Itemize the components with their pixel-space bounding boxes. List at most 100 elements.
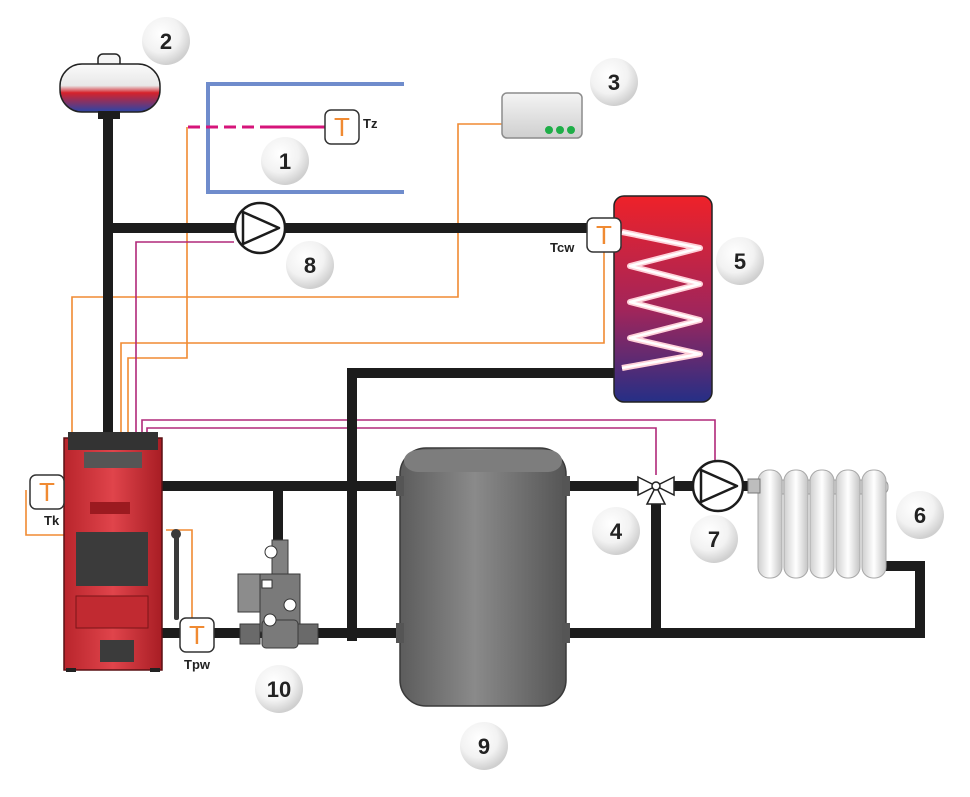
badge-10: 10: [255, 665, 303, 713]
wire-tcw-sensor: [120, 250, 605, 436]
controller-led-3: [567, 126, 575, 134]
controller-led-2: [556, 126, 564, 134]
wire-pump-7: [141, 419, 716, 460]
radiator-inlet: [747, 478, 761, 494]
tv-pipe-stub-right: [295, 623, 319, 645]
badge-5-ball: [716, 237, 764, 285]
vessel-stem: [98, 111, 120, 119]
badge-3-label: 3: [608, 70, 620, 95]
boiler-leg-left: [66, 668, 76, 672]
badge-9: 9: [460, 722, 508, 770]
tv-knob: [261, 579, 273, 589]
badge-10-ball: [255, 665, 303, 713]
dhw-tank: [613, 195, 713, 403]
radiator-fin-4: [835, 469, 861, 579]
tv-pipe-stub-left: [239, 623, 261, 645]
sensor-tcw-box: [586, 217, 622, 253]
sensor-tz: T Tz: [324, 109, 378, 145]
badge-2-label: 2: [160, 29, 172, 54]
buffer-port-br: [562, 623, 570, 643]
badge-7-ball: [690, 515, 738, 563]
tv-gauge-top: [264, 545, 278, 559]
badge-6-ball: [896, 491, 944, 539]
badge-1: 1: [261, 137, 309, 185]
sensor-tk-glyph: T: [39, 477, 55, 507]
sensor-tpw-label: Tpw: [184, 657, 211, 672]
buffer-port-bl: [396, 623, 404, 643]
boiler-door-lower: [75, 595, 149, 629]
badge-5-label: 5: [734, 249, 746, 274]
wire-tz-sensor: [127, 127, 188, 436]
badge-7: 7: [690, 515, 738, 563]
badge-9-label: 9: [478, 734, 490, 759]
pump-7: [691, 459, 745, 513]
vessel-body: [59, 63, 161, 113]
sensor-tpw: T Tpw: [179, 617, 215, 672]
sensor-tpw-box: [179, 617, 215, 653]
valve-hub: [651, 481, 661, 491]
sensor-tcw-glyph: T: [596, 220, 612, 250]
pump-8-arrow: [241, 210, 281, 246]
buffer-tank-top: [404, 450, 562, 472]
badge-5: 5: [716, 237, 764, 285]
boiler: [63, 432, 181, 672]
badge-4-ball: [592, 507, 640, 555]
sensor-tz-box: [324, 109, 360, 145]
boiler-door-upper: [76, 532, 148, 586]
controller-led-1: [545, 126, 553, 134]
sensor-tk-box: [29, 474, 65, 510]
radiator-fin-5: [861, 469, 887, 579]
buffer-port-tl: [396, 476, 404, 496]
mixing-valve: [637, 475, 675, 505]
tv-gauge-bottom: [263, 613, 277, 627]
badge-2: 2: [142, 17, 190, 65]
badge-4: 4: [592, 507, 640, 555]
boiler-handle-knob: [171, 529, 181, 539]
boiler-top: [68, 432, 158, 450]
badge-1-label: 1: [279, 149, 291, 174]
tv-center: [261, 619, 299, 649]
valve-right-triangle: [654, 475, 675, 497]
badge-3-ball: [590, 58, 638, 106]
badge-4-label: 4: [610, 519, 623, 544]
pipe-heating-return: [561, 561, 925, 638]
pipe-dhw-return: [347, 368, 625, 641]
boiler-nameplate: [90, 502, 130, 514]
wire-pump-8: [135, 241, 234, 436]
boiler-leg-right: [150, 668, 160, 672]
badge-7-label: 7: [708, 527, 720, 552]
controller: [501, 92, 583, 139]
badge-2-ball: [142, 17, 190, 65]
badge-8-label: 8: [304, 253, 316, 278]
dhw-coil-core: [621, 230, 702, 370]
wire-tk-sensor: [25, 490, 66, 536]
boiler-top-box: [84, 452, 142, 468]
badge-8-ball: [286, 241, 334, 289]
sensor-tz-glyph: T: [334, 112, 350, 142]
expansion-vessel: [59, 53, 161, 119]
wire-controller: [71, 123, 503, 436]
radiator-fin-1: [757, 469, 783, 579]
sensor-tk-label: Tk: [44, 513, 60, 528]
sensor-tk: T Tk: [29, 474, 65, 528]
badge-10-label: 10: [267, 677, 291, 702]
badge-6: 6: [896, 491, 944, 539]
sensor-tcw: T Tcw: [550, 217, 622, 255]
valve-left-triangle: [637, 475, 658, 497]
room-wall: [206, 82, 404, 194]
radiator: [747, 469, 889, 579]
radiator-fin-2: [783, 469, 809, 579]
badge-8: 8: [286, 241, 334, 289]
buffer-port-tr: [562, 476, 570, 496]
pump-7-arrow: [699, 468, 739, 504]
buffer-tank-body: [399, 447, 567, 707]
sensor-tpw-glyph: T: [189, 620, 205, 650]
badge-3: 3: [590, 58, 638, 106]
sensor-tz-label: Tz: [363, 116, 378, 131]
radiator-fin-3: [809, 469, 835, 579]
valve-bottom-triangle: [645, 484, 667, 505]
boiler-ash-door: [100, 640, 134, 662]
signal-wires: [25, 123, 716, 622]
thermostatic-valve: [237, 539, 319, 649]
number-badges: 1 2 3 4 5 6 7 8: [142, 17, 944, 770]
